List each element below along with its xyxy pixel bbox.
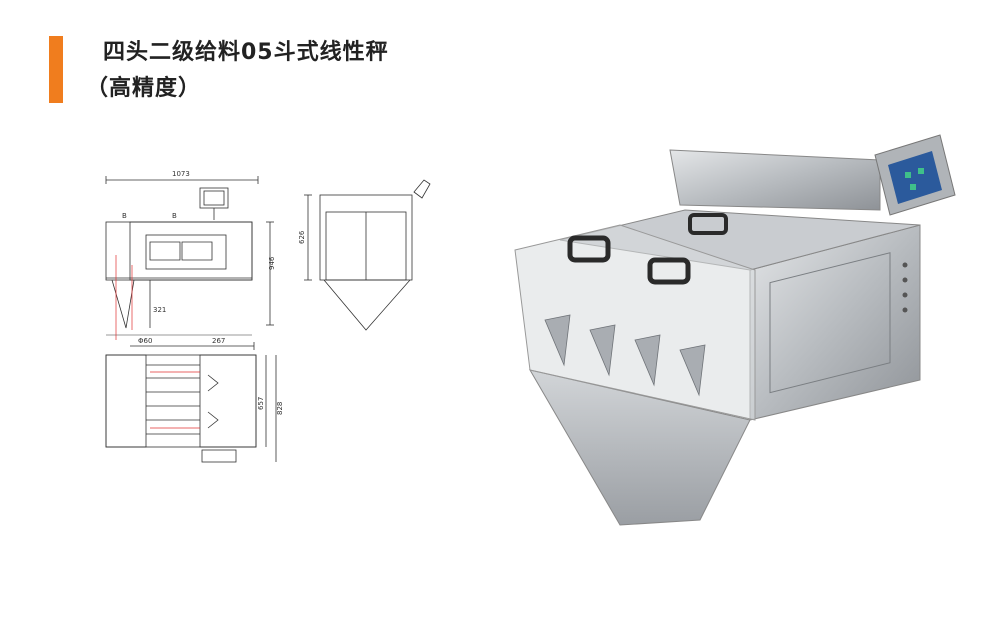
- dim-plan-inner: 657: [257, 397, 265, 410]
- control-panel[interactable]: [874, 134, 956, 216]
- end-view: [304, 179, 431, 331]
- technical-drawing: 1073 946 321 B B 626 Φ60 267 657 828: [105, 170, 431, 463]
- dim-hopper: 321: [153, 306, 166, 314]
- accent-bar: [49, 36, 63, 103]
- front-view-marks: [115, 255, 133, 340]
- plan-view: [105, 342, 277, 463]
- dim-plan-width: 267: [212, 337, 225, 345]
- discharge-hopper: [528, 369, 751, 526]
- weigh-buckets: [544, 314, 706, 397]
- product-title: 四头二级给料05斗式线性秤: [103, 40, 389, 65]
- dim-height-end: 626: [298, 230, 306, 244]
- handle-left[interactable]: [567, 235, 611, 263]
- dim-outlet: Φ60: [138, 337, 152, 345]
- plan-view-marks: [150, 371, 200, 429]
- side-holes: [902, 262, 908, 313]
- front-view: [105, 176, 274, 336]
- marker-b-right: B: [172, 212, 177, 220]
- side-panel: [769, 252, 891, 394]
- product-subtitle: （高精度）: [86, 76, 202, 101]
- handle-right[interactable]: [647, 257, 691, 285]
- dim-height-side: 946: [268, 256, 276, 270]
- dim-width-top: 1073: [172, 170, 190, 178]
- marker-b-left: B: [122, 212, 127, 220]
- feeder-trough: [669, 149, 881, 211]
- machine-render: [514, 134, 956, 526]
- dim-plan-outer: 828: [276, 402, 284, 415]
- handle-top[interactable]: [688, 213, 728, 235]
